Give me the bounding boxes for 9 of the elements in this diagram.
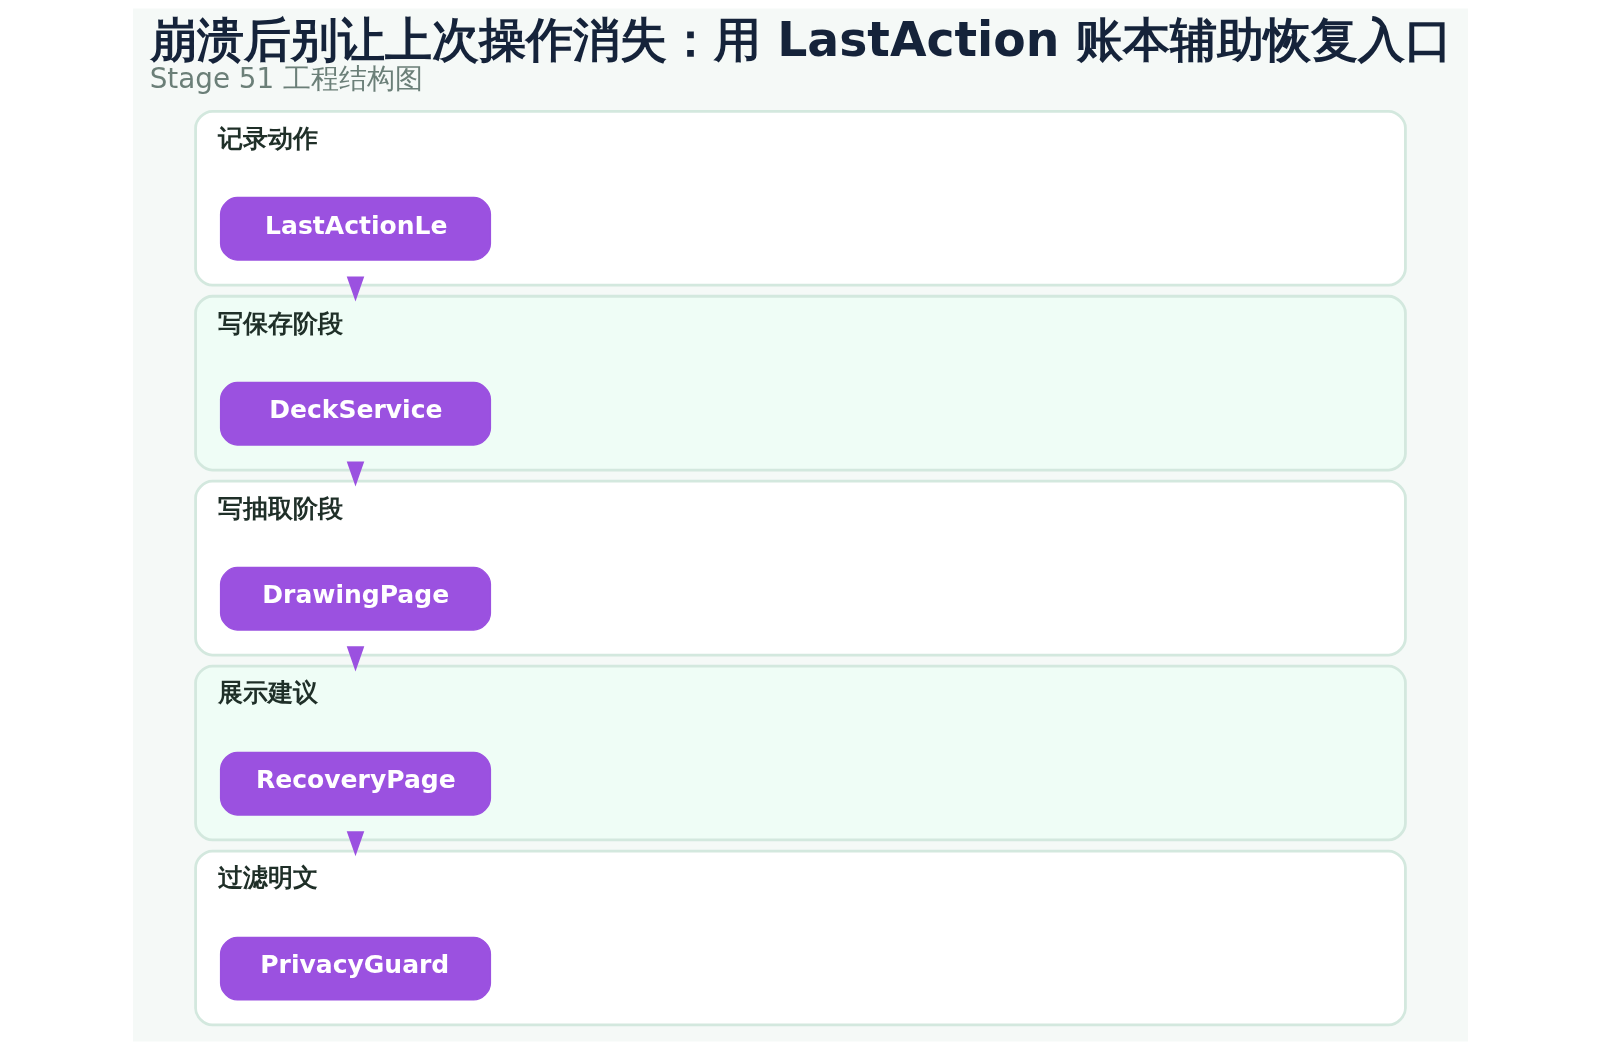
- arrow: [346, 461, 364, 487]
- arrow: [346, 646, 364, 672]
- arrow: [346, 276, 364, 302]
- node-box: RecoveryPage: [219, 751, 491, 816]
- node-box: DrawingPage: [219, 566, 491, 631]
- node-box: LastActionLe: [219, 196, 491, 261]
- arrow: [346, 831, 364, 857]
- node-box: PrivacyGuard: [219, 936, 491, 1001]
- node-box: DeckService: [219, 381, 491, 446]
